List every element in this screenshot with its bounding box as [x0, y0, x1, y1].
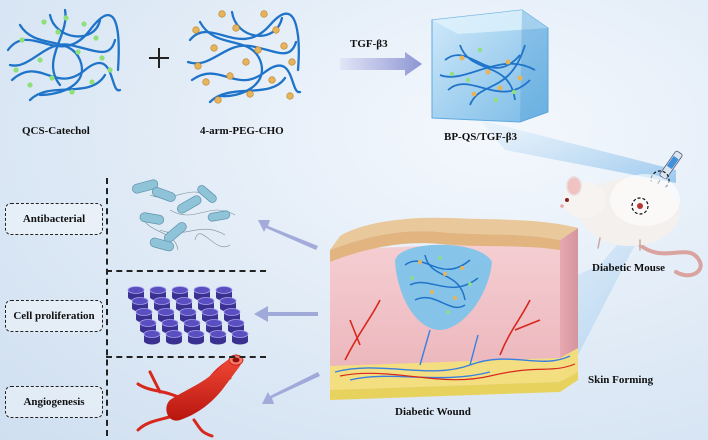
- effect-box-angiogenesis: Angiogenesis: [5, 386, 103, 418]
- cell-top: [179, 308, 197, 316]
- cell-top: [223, 308, 241, 316]
- blood-vessel-illustration: [136, 354, 244, 438]
- cell-top: [131, 297, 149, 305]
- cell-top: [153, 297, 171, 305]
- cell-top: [165, 330, 183, 338]
- skin-block-illustration: [330, 217, 578, 400]
- plus-icon: [149, 48, 169, 68]
- reaction-arrow: [340, 52, 422, 76]
- label-skin-forming: Skin Forming: [588, 374, 654, 386]
- cell-top: [135, 308, 153, 316]
- label-bp-qs: BP-QS/TGF-β3: [444, 131, 518, 143]
- cell-top: [205, 319, 223, 327]
- panel-divider-vertical: [106, 178, 108, 436]
- qcs-catechol-network: [6, 8, 122, 102]
- peg-cho-network: [186, 10, 302, 104]
- diabetic-mouse-illustration: [560, 174, 703, 278]
- cell-top: [157, 308, 175, 316]
- panel-separator-1: [106, 270, 266, 272]
- cell-base: [188, 337, 204, 345]
- panel-separator-2: [106, 356, 266, 358]
- cell-top: [175, 297, 193, 305]
- beam-to-gel: [480, 120, 676, 183]
- cell-top: [139, 319, 157, 327]
- cell-base: [144, 337, 160, 345]
- cell-top: [161, 319, 179, 327]
- cell-top: [219, 297, 237, 305]
- label-diabetic-mouse: Diabetic Mouse: [592, 262, 666, 274]
- cell-top: [183, 319, 201, 327]
- bacteria-illustration: [132, 179, 236, 252]
- cell-top: [149, 286, 167, 294]
- syringe-icon: [650, 150, 683, 191]
- effect-arrows: [254, 220, 320, 404]
- cell-top: [201, 308, 219, 316]
- cell-top: [171, 286, 189, 294]
- effect-box-antibacterial: Antibacterial: [5, 203, 103, 235]
- effect-box-cell-proliferation: Cell proliferation: [5, 300, 103, 332]
- cell-grid-illustration: [127, 286, 249, 345]
- hydrogel-cube: [431, 9, 549, 123]
- cell-base: [232, 337, 248, 345]
- label-qcs-catechol: QCS-Catechol: [22, 125, 90, 137]
- cell-top: [197, 297, 215, 305]
- cell-top: [231, 330, 249, 338]
- catechol-groups: [13, 15, 113, 95]
- cell-top: [227, 319, 245, 327]
- label-peg-cho: 4-arm-PEG-CHO: [200, 125, 284, 137]
- cell-base: [210, 337, 226, 345]
- label-diabetic-wound: Diabetic Wound: [395, 406, 471, 418]
- cell-top: [143, 330, 161, 338]
- cell-top: [187, 330, 205, 338]
- cell-top: [215, 286, 233, 294]
- aldehyde-groups: [192, 10, 296, 104]
- cell-top: [193, 286, 211, 294]
- cell-top: [127, 286, 145, 294]
- cell-base: [166, 337, 182, 345]
- label-tgf: TGF-β3: [350, 38, 388, 50]
- cell-top: [209, 330, 227, 338]
